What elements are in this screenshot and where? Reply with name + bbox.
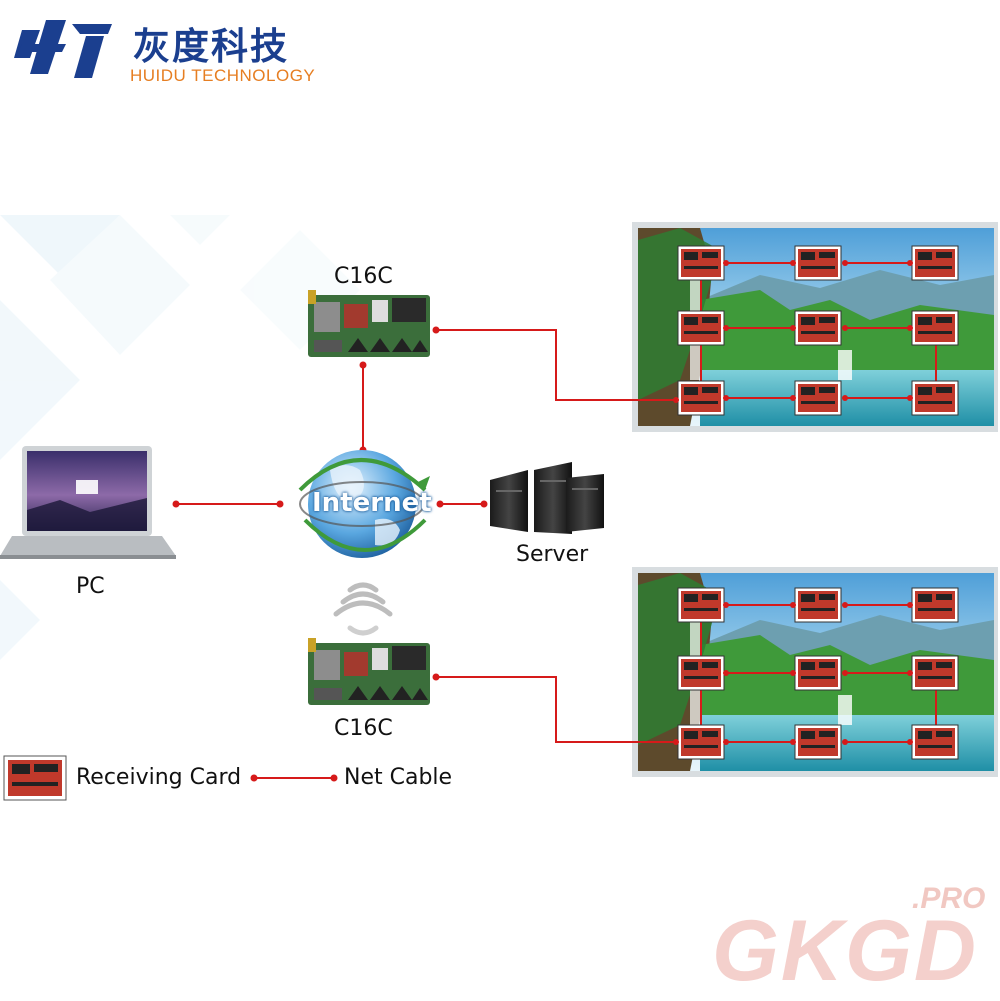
brand-name-en: HUIDU TECHNOLOGY (130, 66, 316, 85)
receiving-card-icon (677, 587, 725, 623)
receiving-card-icon (911, 724, 959, 760)
receiving-card-icon (677, 655, 725, 691)
cable-endpoints (172, 260, 913, 745)
legend-receiving-card-icon (3, 755, 67, 801)
receiving-card-icon (911, 587, 959, 623)
receiving-card-icon (911, 655, 959, 691)
watermark-main: GKGD (712, 903, 978, 999)
c16c-controller-icon-top (308, 290, 430, 357)
receiving-cards-top (677, 245, 959, 416)
receiving-card-icon (794, 724, 842, 760)
receiving-card-icon (677, 380, 725, 416)
receiving-card-icon (794, 655, 842, 691)
background-decoration (0, 215, 360, 660)
server-label: Server (516, 542, 589, 567)
laptop-pc-icon (0, 446, 176, 559)
receiving-card-icon (677, 245, 725, 281)
c16c-controller-icon-bottom (308, 638, 430, 705)
server-icon (490, 462, 604, 534)
watermark-suffix: .PRO (912, 882, 986, 915)
receiving-card-icon (794, 587, 842, 623)
legend-receiving-card-label: Receiving Card (76, 765, 242, 790)
receiving-cards-bottom (677, 587, 959, 760)
pc-label: PC (76, 574, 105, 599)
receiving-card-icon (911, 245, 959, 281)
receiving-card-icon (794, 380, 842, 416)
brand-name-cn: 灰度科技 (133, 25, 289, 68)
wireless-signal-icon (333, 582, 393, 636)
controller-top-label: C16C (334, 264, 393, 289)
receiving-card-icon (911, 380, 959, 416)
cable-c16c-bottom-to-display (436, 676, 678, 743)
receiving-card-icon (794, 310, 842, 346)
huidu-logo-icon (14, 20, 112, 78)
receiving-card-icon (677, 310, 725, 346)
net-cables (176, 329, 678, 743)
legend-net-cable-icon (250, 774, 338, 782)
internet-globe-icon (298, 450, 430, 558)
receiving-card-icon (794, 245, 842, 281)
panel-net-cables (700, 262, 937, 743)
receiving-card-icon (911, 310, 959, 346)
internet-label: Internet (312, 488, 432, 518)
cable-c16c-top-to-display (436, 329, 678, 401)
controller-bottom-label: C16C (334, 716, 393, 741)
receiving-card-icon (677, 724, 725, 760)
legend-net-cable-label: Net Cable (344, 765, 453, 790)
